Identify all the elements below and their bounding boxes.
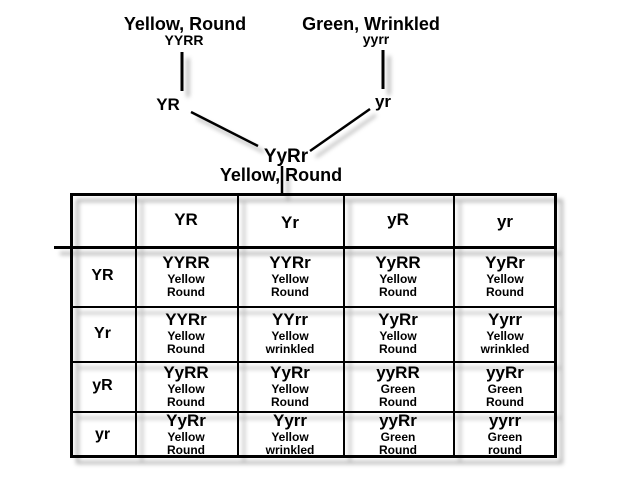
grid-hline xyxy=(70,411,557,413)
phenotype-color: Yellow xyxy=(271,381,309,396)
column-header: yr xyxy=(496,211,514,231)
phenotype-color: Yellow xyxy=(271,271,309,286)
genotype: Yyrr xyxy=(272,411,308,430)
punnett-grid: YR Yr yR yr YR YYRR Yellow Round YYRr Ye… xyxy=(70,193,557,458)
f1-genotype-label: YyRr xyxy=(263,146,309,167)
row-header: Yr xyxy=(94,324,111,342)
genotype: Yyrr xyxy=(487,310,523,329)
phenotype-color: Yellow xyxy=(167,271,205,286)
parent2-genotype-label: yyrr xyxy=(362,31,390,47)
grid-vline xyxy=(343,193,345,458)
genotype: yyRR xyxy=(376,362,420,382)
genotype: yyRr xyxy=(379,411,417,430)
phenotype-shape: Round xyxy=(167,443,205,457)
phenotype-color: Yellow xyxy=(486,329,524,343)
phenotype-shape: Round xyxy=(167,284,205,299)
parent1-gamete-label: YR xyxy=(156,95,180,114)
punnett-cell: yyRR Green Round xyxy=(343,361,453,411)
grid-vline xyxy=(453,193,455,458)
gamete2-to-f1-line xyxy=(309,107,371,153)
phenotype-shape: Round xyxy=(486,394,524,409)
genotype: YyRr xyxy=(270,362,310,382)
punnett-cell: YyRR Yellow Round xyxy=(343,246,453,306)
parent2-gamete-label: yr xyxy=(374,92,392,111)
genotype: yyrr xyxy=(488,411,522,430)
phenotype-color: Yellow xyxy=(167,329,205,343)
phenotype-shape: wrinkled xyxy=(480,342,530,356)
phenotype-color: Yellow xyxy=(271,430,309,444)
phenotype-shape: Round xyxy=(379,394,417,409)
genotype: YyRr xyxy=(485,252,525,272)
grid-vline xyxy=(237,193,239,458)
phenotype-shape: Round xyxy=(379,342,417,356)
phenotype-shape: Round xyxy=(271,284,309,299)
phenotype-color: Green xyxy=(487,430,523,444)
phenotype-shape: Round xyxy=(486,284,524,299)
punnett-cell: Yyrr Yellow wrinkled xyxy=(453,306,557,361)
punnett-cell: YyRR Yellow Round xyxy=(135,361,237,411)
grid-hline xyxy=(70,306,557,308)
f1-phenotype-label: Yellow, Round xyxy=(219,165,343,185)
phenotype-shape: round xyxy=(488,443,522,457)
punnett-cell: YyRr Yellow Round xyxy=(237,361,343,411)
genotype: YyRr xyxy=(166,411,206,430)
parent2-phenotype-label: Green, Wrinkled xyxy=(302,14,440,34)
phenotype-shape: Round xyxy=(167,342,205,356)
phenotype-shape: wrinkled xyxy=(265,443,315,457)
column-header: Yr xyxy=(281,212,299,232)
genotype: YYrr xyxy=(272,310,308,329)
corner-cell xyxy=(70,193,135,246)
phenotype-shape: Round xyxy=(379,284,417,299)
genotype: YYRr xyxy=(269,252,311,272)
column-header: yR xyxy=(387,209,409,229)
phenotype-shape: Round xyxy=(271,394,309,409)
grid-vline xyxy=(135,193,137,458)
punnett-cell: yyRr Green Round xyxy=(453,361,557,411)
punnett-grid-lines xyxy=(54,193,557,458)
gamete1-to-f1-line xyxy=(190,110,259,148)
genotype: YyRr xyxy=(378,310,418,329)
row-header: YR xyxy=(91,267,114,284)
phenotype-color: Yellow xyxy=(379,329,417,343)
phenotype-shape: Round xyxy=(167,394,205,409)
phenotype-shape: Round xyxy=(379,443,417,457)
punnett-cell: yyRr Green Round xyxy=(343,411,453,458)
phenotype-color: Green xyxy=(487,381,523,396)
punnett-grid-border xyxy=(70,193,557,458)
punnett-cell: YyRr Yellow Round xyxy=(453,246,557,306)
punnett-cell: YYRr Yellow Round xyxy=(237,246,343,306)
phenotype-color: Yellow xyxy=(167,430,205,444)
grid-hline xyxy=(70,361,557,363)
column-header: YR xyxy=(174,209,198,229)
punnett-cell: YYRR Yellow Round xyxy=(135,246,237,306)
phenotype-shape: wrinkled xyxy=(265,342,315,356)
parent1-genotype-label: YYRR xyxy=(164,32,204,48)
row-header: yR xyxy=(92,377,113,394)
phenotype-color: Yellow xyxy=(271,329,309,343)
punnett-cell: YYRr Yellow Round xyxy=(135,306,237,361)
phenotype-color: Yellow xyxy=(167,381,205,396)
genotype: YYRR xyxy=(162,252,210,272)
genotype: yyRr xyxy=(486,362,524,382)
genotype: YYRr xyxy=(165,310,207,329)
punnett-cell: Yyrr Yellow wrinkled xyxy=(237,411,343,458)
phenotype-color: Green xyxy=(380,430,416,444)
punnett-cell: YYrr Yellow wrinkled xyxy=(237,306,343,361)
genotype: YyRR xyxy=(375,252,421,272)
grid-hline xyxy=(54,246,557,249)
phenotype-color: Yellow xyxy=(486,271,524,286)
punnett-cell: yyrr Green round xyxy=(453,411,557,458)
row-header: yr xyxy=(94,425,111,443)
parent1-phenotype-label: Yellow, Round xyxy=(123,14,247,34)
genotype: YyRR xyxy=(163,362,209,382)
phenotype-color: Green xyxy=(380,381,416,396)
phenotype-color: Yellow xyxy=(379,271,417,286)
punnett-cell: YyRr Yellow Round xyxy=(135,411,237,458)
punnett-cell: YyRr Yellow Round xyxy=(343,306,453,361)
